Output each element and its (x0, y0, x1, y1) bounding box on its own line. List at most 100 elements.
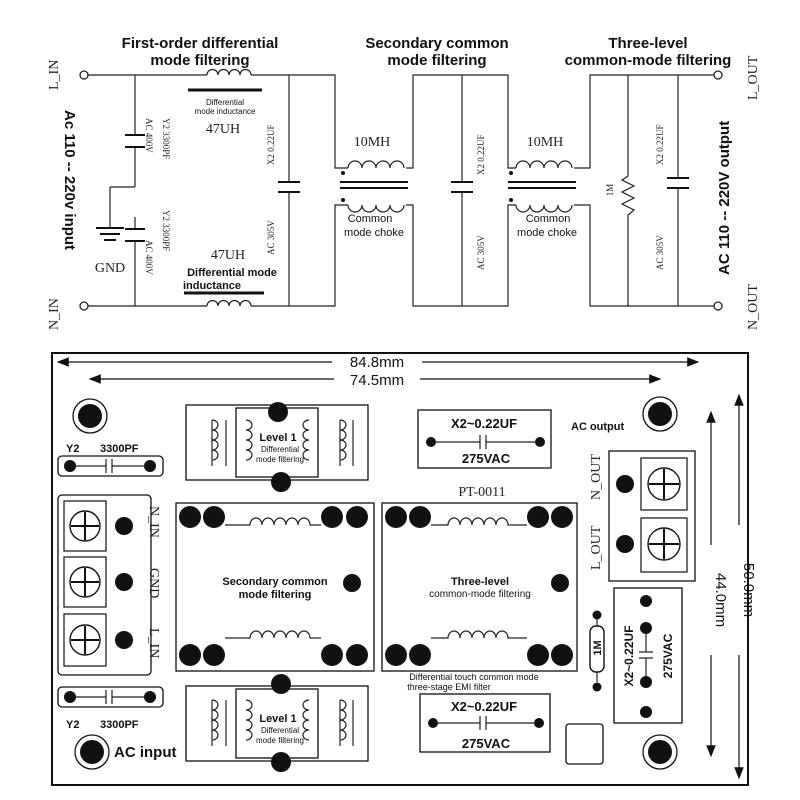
secondary-common-mode-choke (175, 502, 375, 672)
dim-inner-label: 74.5mm (350, 372, 404, 389)
x2-right-value: X2~0.22UF (622, 625, 636, 686)
input-label: Ac 110 -- 220v input (61, 110, 78, 250)
y-cap-top-rating: AC 400V (144, 118, 154, 153)
diff-inductor-top-caption-1: Differential (206, 98, 244, 107)
terminal-l-in (79, 70, 89, 80)
x-cap-c-value: X2 0.22UF (655, 124, 665, 165)
diff-inductor-bottom-caption-2: inductance (183, 280, 241, 292)
pcb-pin-gnd: GND (146, 568, 161, 598)
y2-bottom-cap (57, 686, 164, 708)
diff-inductor-bottom-caption-1: Differential mode (187, 267, 277, 279)
resistor-1m (620, 175, 636, 216)
x-cap-b-rating: AC 305V (476, 235, 486, 270)
y-cap-top-value: Y2 3300PF (161, 118, 171, 159)
board-code: PT-0011 (458, 485, 505, 500)
x-cap-a-rating: AC 305V (266, 220, 276, 255)
y-cap-bottom-value: Y2 3300PF (161, 210, 171, 251)
y2-top-cap (57, 455, 164, 477)
diff-inductor-top-symbol (188, 68, 262, 92)
pcb-resistor-value: 1M (592, 640, 604, 655)
ac-input-label: AC input (114, 744, 176, 761)
choke2-caption-2: mode choke (517, 227, 577, 239)
section2-title-line1: Secondary common (365, 35, 508, 52)
y2-top-label: Y2 (66, 443, 79, 455)
emi-caption-2: three-stage EMI filter (407, 682, 491, 692)
x2-bottom-value: X2~0.22UF (451, 699, 517, 714)
dim-height-inner-label: 44.0mm (712, 573, 729, 627)
choke2-caption-1: Common (526, 213, 571, 225)
input-terminal-block (57, 494, 152, 676)
x2-right-voltage: 275VAC (661, 633, 675, 678)
x-cap-c (667, 177, 689, 189)
choke1-caption-2: mode choke (344, 227, 404, 239)
diff-inductor-top-value: 47UH (206, 122, 240, 137)
y-cap-top (125, 134, 145, 148)
x2-cap-top (417, 409, 552, 469)
diff-inductor-top-caption-2: mode inductance (195, 107, 256, 116)
section3-title-line2: common-mode filtering (565, 52, 732, 69)
x-cap-b (451, 181, 473, 193)
pcb-resistor-1m (589, 610, 605, 692)
diff-inductor-bottom-symbol (184, 291, 264, 307)
x2-top-voltage: 275VAC (462, 451, 511, 466)
section1-title-line1: First-order differential (122, 35, 279, 52)
sec-common-title-1: Secondary common (222, 576, 327, 588)
pin-l-out: L_OUT (746, 55, 761, 100)
ground-symbol (96, 227, 124, 241)
three-level-common-mode-choke (381, 502, 578, 672)
solder-pad (565, 723, 604, 765)
schematic: First-order differential mode filtering … (47, 35, 761, 330)
y2-bottom-label: Y2 (66, 719, 79, 731)
gnd-label: GND (95, 261, 125, 276)
pcb-pin-n-in: N_IN (146, 506, 161, 538)
y-cap-bottom-rating: AC 400V (144, 240, 154, 275)
y-cap-bottom (125, 228, 145, 242)
dim-height-outer-label: 50.0mm (740, 563, 757, 617)
section1-title-line2: mode filtering (150, 52, 249, 69)
pcb-pin-l-out: L_OUT (589, 525, 604, 570)
output-label: AC 110 -- 220V output (716, 121, 733, 275)
ac-output-label: AC output (571, 421, 624, 433)
pcb-pin-l-in: L_IN (146, 628, 161, 658)
x2-top-value: X2~0.22UF (451, 416, 517, 431)
section2-title-line2: mode filtering (387, 52, 486, 69)
x2-bottom-voltage: 275VAC (462, 736, 511, 751)
pcb-outline (51, 352, 749, 786)
choke1-value: 10MH (354, 135, 391, 150)
level1-top-sub2: mode filtering (256, 455, 304, 464)
common-mode-choke-2 (508, 160, 576, 213)
level1-inductor-bottom (185, 674, 369, 772)
level1-top-sub1: Differential (261, 445, 299, 454)
terminal-l-out (713, 70, 723, 80)
mounting-hole-br (642, 734, 678, 770)
level1-top-title: Level 1 (259, 432, 296, 444)
mounting-hole-tr (642, 396, 678, 432)
x2-cap-right (613, 587, 683, 724)
y2-bottom-value: 3300PF (100, 719, 139, 731)
pin-n-out: N_OUT (746, 284, 761, 330)
level1-bottom-sub1: Differential (261, 726, 299, 735)
resistor-value: 1M (605, 184, 615, 197)
three-level-title-2: common-mode filtering (429, 589, 531, 600)
pin-l-in: L_IN (47, 60, 62, 90)
emi-caption-1: Differential touch common mode (409, 672, 538, 682)
choke2-value: 10MH (527, 135, 564, 150)
pcb-layout: 84.8mm 74.5mm 50.0mm 44.0mm Y2 3300PF (51, 352, 757, 786)
x-cap-a (278, 181, 300, 193)
diff-inductor-bottom-value: 47UH (211, 248, 245, 263)
common-mode-choke-1 (340, 160, 408, 213)
output-terminal-block (608, 450, 696, 582)
level1-bottom-sub2: mode filtering (256, 736, 304, 745)
pin-n-in: N_IN (47, 298, 62, 330)
level1-bottom-title: Level 1 (259, 713, 296, 725)
terminal-n-in (79, 301, 89, 311)
y2-top-value: 3300PF (100, 443, 139, 455)
x-cap-a-value: X2 0.22UF (266, 124, 276, 165)
x-cap-c-rating: AC 305V (655, 235, 665, 270)
sec-common-title-2: mode filtering (239, 589, 312, 601)
level1-inductor-top (185, 402, 369, 492)
wiring (88, 74, 714, 307)
terminal-n-out (713, 301, 723, 311)
pcb-pin-n-out: N_OUT (589, 454, 604, 500)
